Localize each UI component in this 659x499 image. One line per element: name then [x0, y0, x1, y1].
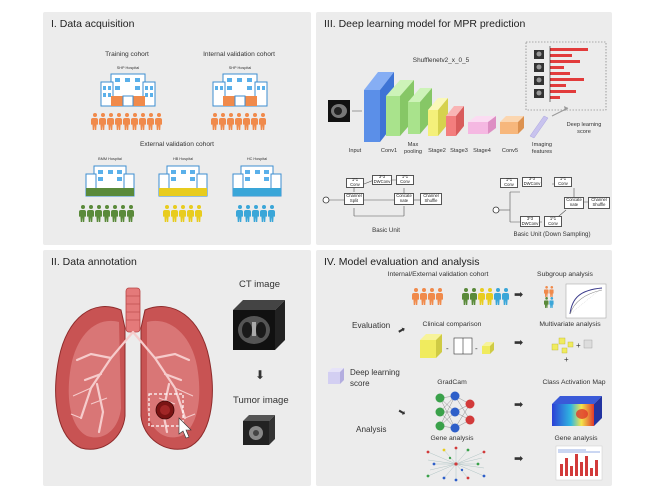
lungs-illustration	[55, 287, 213, 450]
hb-people-icon	[163, 205, 202, 222]
bmm-hospital-icon	[85, 165, 135, 197]
dwconv-box: 3*3 DWConv	[520, 215, 540, 227]
stage-label: Deep learning score	[566, 122, 602, 135]
training-hospital-icon	[100, 73, 156, 107]
dwconv-box: 3*3 DWConv	[372, 174, 392, 185]
subgroup-people-icon	[544, 286, 554, 308]
stage-label: Max pooling	[403, 142, 423, 155]
hb-hospital-icon	[158, 165, 208, 197]
conv1x1-box: 1*1 Conv	[396, 174, 414, 185]
right-arrow-icon: ➡	[514, 337, 524, 349]
svg-text:-: -	[446, 344, 449, 353]
tumor-image-label: Tumor image	[233, 395, 289, 406]
gene-label: Gene analysis	[430, 435, 474, 442]
stage-label: Stage4	[473, 148, 491, 154]
gene-chart-icon	[555, 445, 603, 481]
internal-people-icon	[211, 113, 266, 130]
basic-unit-lines	[322, 179, 588, 223]
panel-deep-learning-model: III. Deep learning model for MPR predict…	[316, 12, 612, 245]
training-people-icon	[91, 113, 162, 130]
hospital-sign: HC Hospital	[246, 157, 268, 161]
internal-hospital-icon	[212, 73, 268, 107]
clinical-label: Clinical comparison	[422, 321, 482, 328]
conv1x1-box: 1*1 Conv	[554, 176, 572, 187]
right-arrow-icon: ➡	[514, 289, 524, 301]
panel-title: I. Data acquisition	[51, 18, 135, 30]
internal-cohort-label: Internal validation cohort	[203, 51, 275, 58]
panel-data-acquisition: I. Data acquisition Training cohort Inte…	[43, 12, 311, 245]
ct-image-cube	[233, 300, 285, 350]
hospital-sign: SHP Hospital	[228, 66, 252, 70]
channel-shuffle-box: Channel Shuffle	[588, 197, 610, 209]
hospital-sign: BMM Hospital	[98, 157, 122, 161]
evaluation-label: Evaluation	[352, 321, 391, 330]
external-people-icon	[462, 288, 509, 305]
channel-shuffle-box: Channel Shuffle	[420, 193, 442, 205]
ct-image-label: CT image	[239, 279, 281, 290]
panel-title: IV. Model evaluation and analysis	[324, 256, 480, 268]
panel-title: III. Deep learning model for MPR predict…	[324, 18, 526, 30]
right-arrow-icon: ➡	[514, 453, 524, 465]
subgroup-label: Subgroup analysis	[537, 271, 593, 278]
clinical-comparison-icon: - -	[420, 334, 494, 358]
stage-label: Imaging features	[531, 142, 553, 155]
down-unit-title: Basic Unit (Down Sampling)	[513, 231, 591, 238]
cam-label: Class Activation Map	[542, 379, 606, 386]
hc-people-icon	[236, 205, 275, 222]
hospital-sign: SHP Hospital	[116, 66, 140, 70]
hospital-sign: HB Hospital	[172, 157, 194, 161]
basic-unit-title: Basic Unit	[372, 227, 400, 234]
concatenate-box: Concate nate	[564, 197, 584, 209]
training-cohort-label: Training cohort	[105, 51, 149, 58]
stage-label: Stage3	[450, 148, 468, 154]
stage-label: Conv1	[380, 148, 398, 154]
arrow-icon: ➡	[395, 323, 408, 337]
activation-map-icon	[552, 396, 602, 426]
roc-curve-thumbnail	[565, 283, 607, 319]
dwconv-box: 3*3 DWConv	[522, 176, 542, 187]
dl-score-icon	[328, 368, 344, 384]
stage-label: Stage2	[428, 148, 446, 154]
panel-model-evaluation: IV. Model evaluation and analysis Intern…	[316, 250, 612, 486]
cohort-label: Internal/External validation cohort	[387, 271, 489, 278]
conv1x1-box: 1*1 Conv	[346, 177, 364, 188]
svg-text:+: +	[564, 355, 569, 364]
external-cohort-label: External validation cohort	[139, 141, 215, 148]
network-architecture	[328, 41, 607, 142]
multivariate-icon: + +	[551, 337, 593, 364]
svg-text:-: -	[475, 344, 478, 353]
svg-text:+: +	[576, 341, 581, 350]
channel-split-box: Channel Split	[344, 193, 364, 205]
bmm-people-icon	[79, 205, 134, 222]
gene-network-icon	[426, 446, 486, 482]
stage-label: Conv5	[501, 148, 519, 154]
dl-score-label: Deep learning score	[350, 368, 400, 388]
right-arrow-icon: ➡	[514, 399, 524, 411]
internal-people-icon	[412, 288, 443, 305]
conv1x1-box: 1*1 Conv	[544, 216, 562, 227]
multivariate-label: Multivariate analysis	[539, 321, 601, 328]
neural-network-icon	[435, 391, 475, 433]
panel-data-annotation: II. Data annotation	[43, 250, 311, 486]
gradcam-label: GradCam	[437, 379, 467, 386]
panel-title: II. Data annotation	[51, 256, 137, 268]
concatenate-box: Concate nate	[394, 193, 414, 205]
conv1x1-box: 1*1 Conv	[500, 177, 518, 188]
stage-label: Input	[348, 148, 362, 154]
arrow-icon: ➡	[396, 405, 408, 419]
analysis-label: Analysis	[356, 425, 387, 434]
hc-hospital-icon	[232, 165, 282, 197]
down-arrow-icon: ⬇	[255, 368, 266, 382]
network-name: Shufflenetv2_x_0_5	[412, 57, 470, 64]
gene-label: Gene analysis	[554, 435, 598, 442]
tumor-image-cube	[243, 415, 275, 445]
